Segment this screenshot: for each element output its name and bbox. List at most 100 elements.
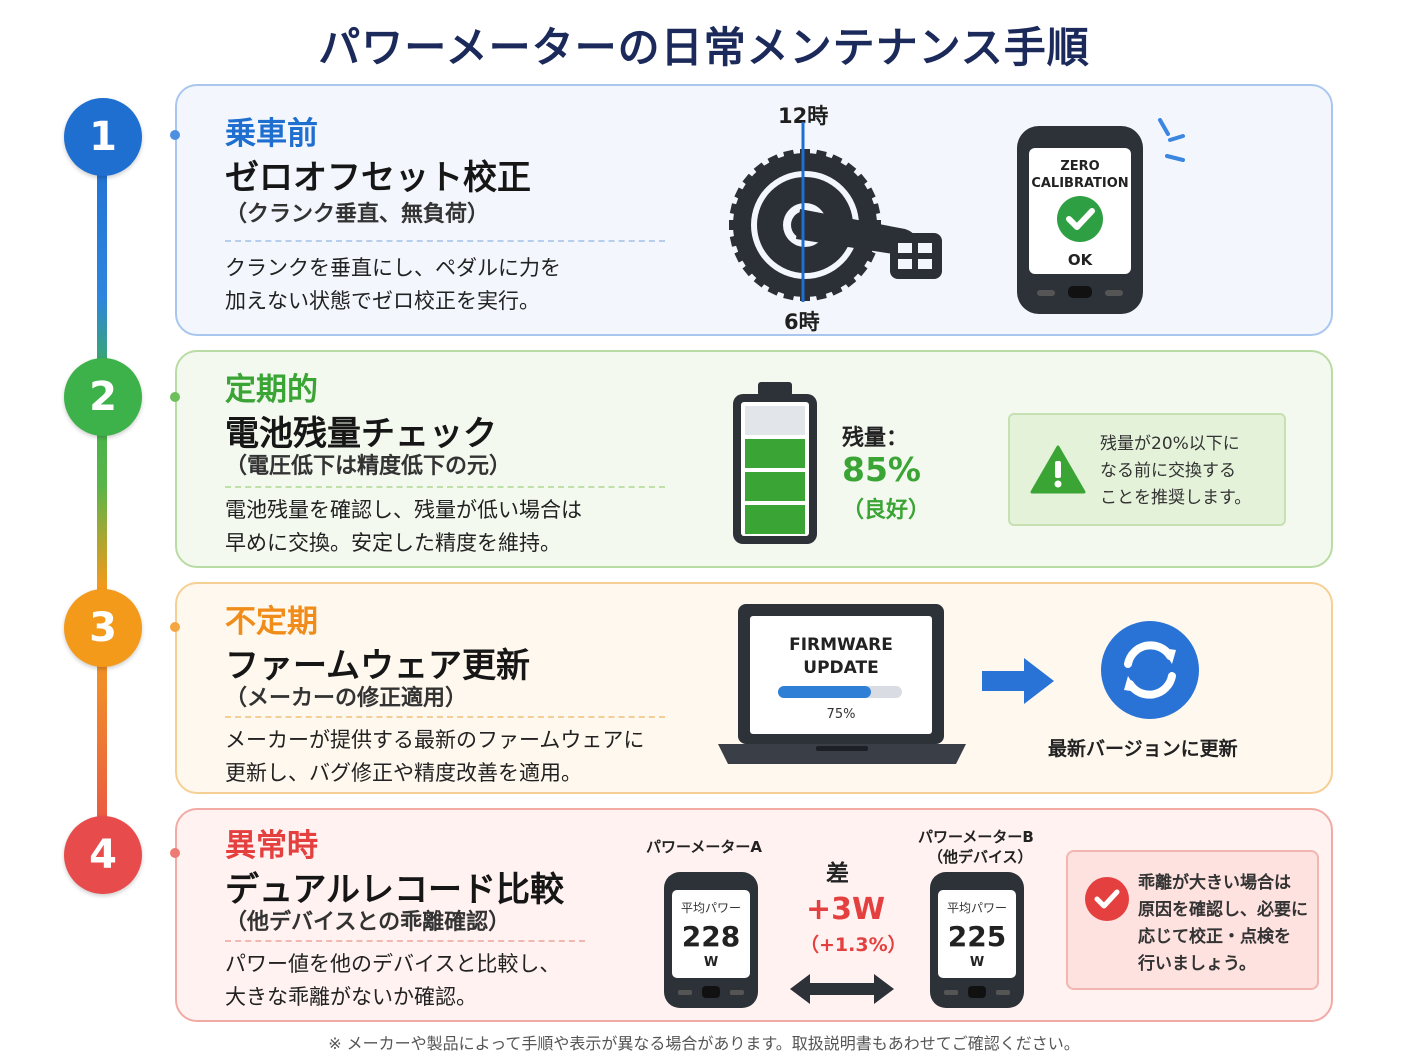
chainring-tooth [866, 203, 881, 216]
meter-b-name-sub: （他デバイス） [928, 848, 1033, 866]
timeline-dot [170, 130, 180, 140]
chainring-tooth [729, 203, 744, 216]
step-description: パワー値を他のデバイスと比較し、 大きな乖離がないか確認。 [225, 952, 561, 1009]
chainring-tooth [729, 220, 741, 230]
chainring-tooth [767, 280, 782, 296]
step-category: 乗車前 [225, 116, 318, 152]
chainring-tooth [729, 234, 744, 247]
chainring-tooth [734, 248, 750, 263]
battery-label: 残量： [842, 426, 909, 451]
chainring-tooth [742, 260, 759, 277]
chainring-tooth [734, 187, 750, 202]
firmware-screen-line1: FIRMWARE [789, 635, 893, 655]
divider [225, 486, 665, 488]
battery-status: （良好） [842, 498, 931, 523]
battery-cell [745, 406, 805, 435]
chainring-tooth [800, 289, 810, 301]
clock-label-bottom: 6時 [784, 310, 820, 334]
step-headline: ゼロオフセット校正 [225, 158, 531, 198]
step-subtitle: （クランク垂直、無負荷） [225, 202, 490, 227]
meter-b-unit: W [970, 955, 984, 970]
meter-a-label: 平均パワー [681, 901, 741, 915]
step-number-4: 4 [64, 816, 142, 894]
crank-arm-icon [796, 209, 917, 256]
timeline-dot [170, 848, 180, 858]
update-label: 最新バージョンに更新 [1048, 738, 1238, 760]
chainring-tooth [860, 248, 876, 263]
timeline-line [97, 140, 107, 860]
firmware-screen-line2: UPDATE [803, 658, 878, 678]
progress-fill [778, 686, 871, 698]
device-screen-line1: ZERO [1060, 159, 1099, 174]
pedal-icon [890, 233, 942, 279]
chainring-tooth [783, 149, 796, 164]
vertical-guide-line [801, 122, 805, 302]
battery-icon [733, 382, 817, 544]
chainring-tooth [753, 162, 770, 179]
step-headline: デュアルレコード比較 [225, 870, 564, 910]
chainring-tooth [800, 149, 810, 161]
battery-cell [745, 505, 805, 534]
step-category: 定期的 [225, 372, 318, 408]
device-screen-line2: CALIBRATION [1031, 176, 1128, 191]
power-meter-b-device: 平均パワー 225 W [930, 872, 1024, 1008]
step-number-1: 1 [64, 98, 142, 176]
step-description: 電池残量を確認し、残量が低い場合は 早めに交換。安定した精度を維持。 [225, 498, 582, 555]
difference-value: +3W [806, 892, 886, 927]
step-subtitle: （メーカーの修正適用） [225, 686, 468, 711]
progress-label: 75% [827, 707, 856, 722]
refresh-icon [1101, 621, 1199, 719]
laptop-icon: FIRMWARE UPDATE 75% [718, 604, 966, 764]
step-subtitle: （他デバイスとの乖離確認） [225, 910, 511, 935]
step-subtitle: （電圧低下は精度低下の元） [225, 454, 512, 479]
divider [225, 940, 585, 942]
battery-value: 85% [842, 450, 921, 489]
chainring-tooth [828, 154, 843, 170]
step-number-2: 2 [64, 358, 142, 436]
step-description: メーカーが提供する最新のファームウェアに 更新し、バグ修正や精度改善を適用。 [225, 728, 645, 785]
chainring-tooth [840, 162, 857, 179]
bike-computer-calibration: ZERO CALIBRATION OK [1017, 118, 1185, 314]
chainring-tooth [742, 173, 759, 190]
chainring-tooth [851, 173, 868, 190]
divider [225, 716, 665, 718]
crank-illustration [729, 149, 942, 301]
timeline-dot [170, 622, 180, 632]
battery-cell [745, 439, 805, 468]
step-number-3: 3 [64, 589, 142, 667]
footnote: ※ メーカーや製品によって手順や表示が異なる場合があります。取扱説明書もあわせて… [328, 1034, 1080, 1053]
meter-a-value: 228 [682, 920, 740, 953]
meter-b-label: 平均パワー [947, 901, 1007, 915]
chainring-tooth [814, 149, 827, 164]
signal-icon [1158, 118, 1185, 162]
meter-a-unit: W [704, 955, 718, 970]
deviation-note-text: 乖離が大きい場合は 原因を確認し、必要に 応じて校正・点検を 行いましょう。 [1138, 873, 1308, 974]
warning-icon [1030, 445, 1086, 494]
step-category: 異常時 [225, 828, 318, 864]
chainring-tooth [860, 187, 876, 202]
deviation-note-box: 乖離が大きい場合は 原因を確認し、必要に 応じて校正・点検を 行いましょう。 [1066, 850, 1319, 990]
difference-label: 差 [826, 861, 849, 887]
chainring-tooth [767, 154, 782, 170]
battery-cell [745, 472, 805, 501]
step-category: 不定期 [225, 604, 318, 640]
chainring-tooth [753, 271, 770, 288]
double-arrow-icon [790, 974, 894, 1004]
divider [225, 240, 665, 242]
power-meter-a-device: 平均パワー 228 W [664, 872, 758, 1008]
chainring-tooth [840, 271, 857, 288]
device-status: OK [1068, 251, 1094, 269]
step-headline: 電池残量チェック [225, 414, 497, 454]
chainring-tooth [828, 280, 843, 296]
step-description: クランクを垂直にし、ペダルに力を 加えない状態でゼロ校正を実行。 [225, 256, 561, 313]
check-circle-icon [1085, 877, 1129, 921]
meter-a-name: パワーメーターA [646, 838, 763, 856]
check-circle-icon [1057, 196, 1103, 242]
timeline-dot [170, 392, 180, 402]
page-title: パワーメーターの日常メンテナンス手順 [318, 23, 1090, 72]
chainring-tooth [783, 286, 796, 301]
meter-b-name: パワーメーターB [918, 828, 1034, 846]
arrow-right-icon [982, 658, 1054, 704]
meter-b-value: 225 [948, 920, 1006, 953]
difference-percent: （+1.3%） [800, 934, 907, 956]
